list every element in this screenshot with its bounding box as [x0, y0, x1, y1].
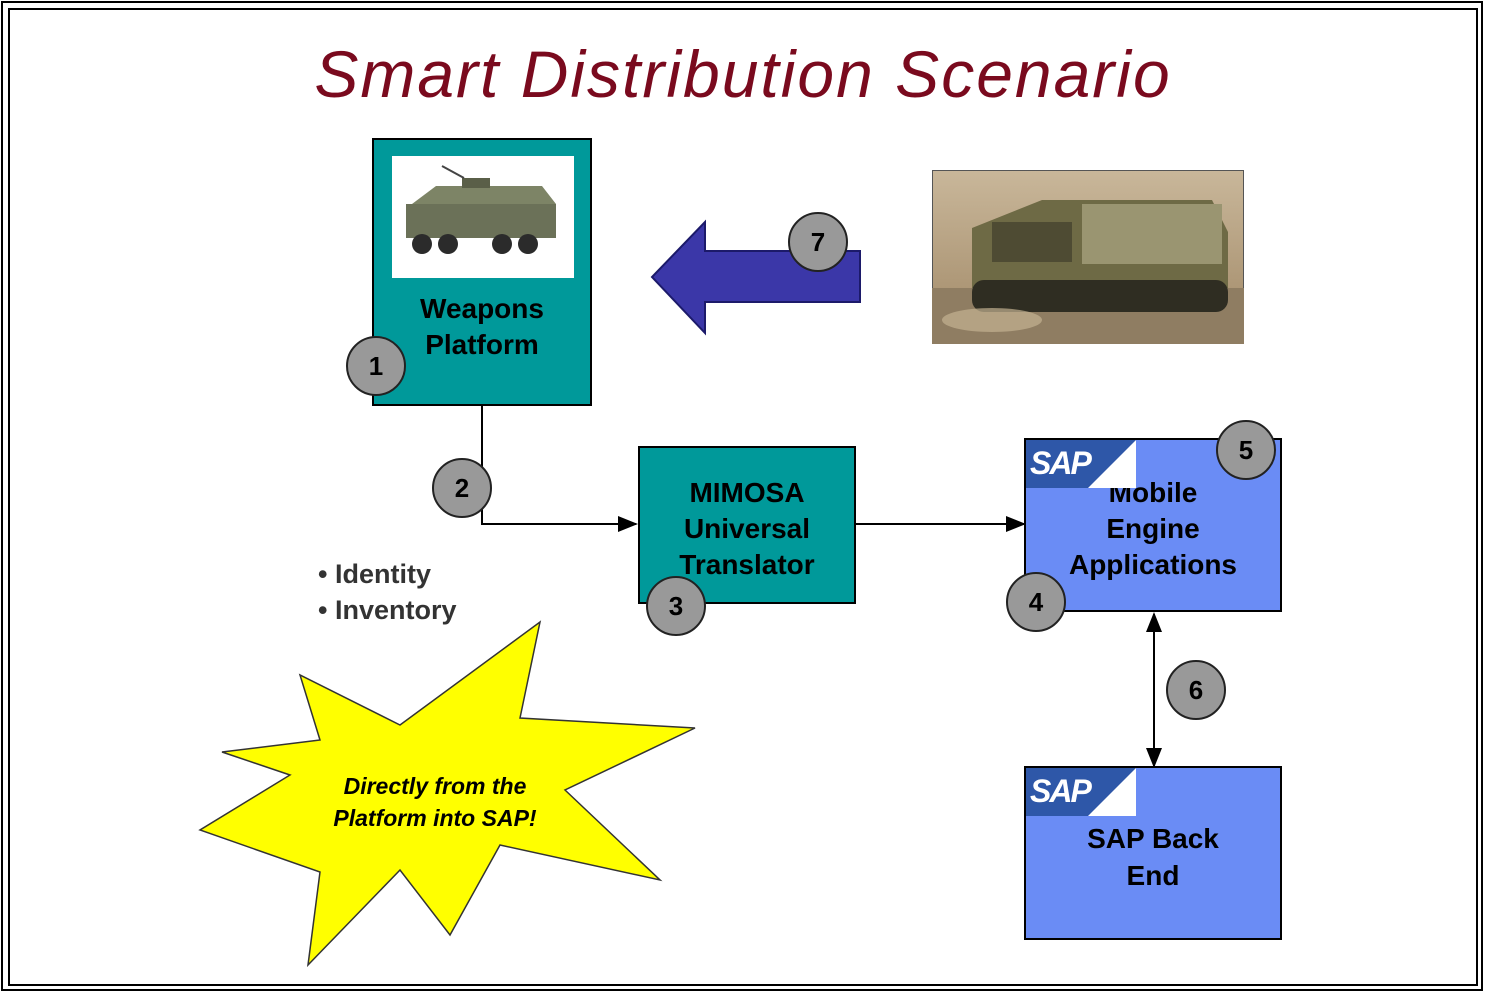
- sap-logo: SAP: [1026, 768, 1136, 816]
- backend-label-1: SAP Back: [1087, 823, 1219, 854]
- callout-line-2: Platform into SAP!: [333, 805, 537, 831]
- weapons-label-1: Weapons: [420, 293, 544, 324]
- mimosa-label-2: Universal: [683, 513, 811, 544]
- step-badge-7: 7: [788, 212, 848, 272]
- step-badge-1: 1: [346, 336, 406, 396]
- weapons-platform-box: Weapons Platform: [372, 138, 592, 406]
- sap-logo-text: SAP: [1030, 445, 1092, 481]
- starburst-icon: [198, 620, 696, 968]
- inner-frame: [8, 8, 1478, 986]
- mimosa-label-1: MIMOSA: [689, 477, 805, 508]
- tracked-vehicle-icon: [932, 170, 1244, 344]
- step-badge-6: 6: [1166, 660, 1226, 720]
- connector-weapons-to-mimosa: [481, 406, 638, 532]
- step-badge-4: 4: [1006, 572, 1066, 632]
- left-arrow-icon: [650, 219, 861, 336]
- page-title: Smart Distribution Scenario: [314, 37, 1172, 111]
- step-badge-5: 5: [1216, 420, 1276, 480]
- step-badge-2: 2: [432, 458, 492, 518]
- sap-logo: SAP: [1026, 440, 1136, 488]
- mobile-label-3: Applications: [1068, 549, 1237, 580]
- bullet-list: • Identity • Inventory: [318, 556, 456, 628]
- callout-text: Directly from the Platform into SAP!: [280, 770, 590, 834]
- bullet-identity: • Identity: [318, 559, 431, 589]
- sap-backend-box: SAP Back End SAP: [1024, 766, 1282, 940]
- callout-line-1: Directly from the: [343, 773, 527, 799]
- weapons-label-2: Platform: [425, 329, 539, 360]
- bullet-inventory: • Inventory: [318, 595, 457, 625]
- mobile-label-2: Engine: [1106, 513, 1200, 544]
- armored-vehicle-icon: [392, 156, 574, 278]
- backend-label-2: End: [1126, 860, 1180, 891]
- sap-logo-text: SAP: [1030, 773, 1092, 809]
- mimosa-label-3: Translator: [679, 549, 815, 580]
- step-badge-3: 3: [646, 576, 706, 636]
